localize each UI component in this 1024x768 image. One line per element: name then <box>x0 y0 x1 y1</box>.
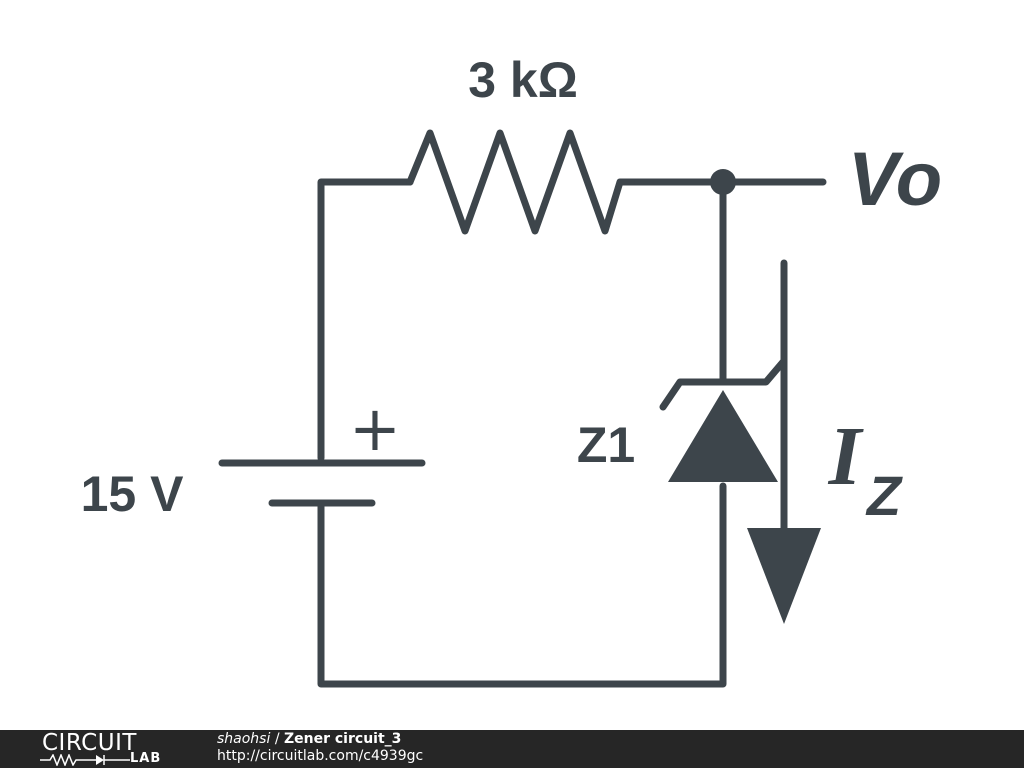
battery-plus-sign: + <box>349 392 401 465</box>
zener-cathode-bar <box>659 358 787 411</box>
output-label: Vo <box>848 137 942 222</box>
battery-label: 15 V <box>81 466 185 522</box>
circuit-meta: shaohsi / Zener circuit_3 http://circuit… <box>217 731 423 765</box>
junction-node <box>710 169 736 195</box>
resistor-diode-icon <box>40 754 130 766</box>
current-label-main: I <box>828 410 865 503</box>
zener-triangle <box>668 390 778 482</box>
zener-label: Z1 <box>577 417 635 473</box>
resistor-label: 3 kΩ <box>468 52 578 108</box>
wire-bottom-loop <box>317 482 727 688</box>
circuitlab-logo[interactable]: CIRCUIT LAB <box>30 730 190 768</box>
resistor <box>406 129 642 235</box>
circuit-url-link[interactable]: http://circuitlab.com/c4939gc <box>217 748 424 764</box>
schematic-diagram: 3 kΩ 15 V + Z1 Vo I Z <box>81 52 942 688</box>
logo-text-lab: LAB <box>130 751 162 766</box>
current-label-subscript: Z <box>865 464 903 527</box>
wire-left-top <box>317 178 414 462</box>
circuit-title-link[interactable]: Zener circuit_3 <box>284 731 402 747</box>
footer-bar: CIRCUIT LAB shaohsi / Zener circuit_3 ht… <box>0 730 1024 768</box>
meta-separator: / <box>270 731 284 747</box>
current-arrow-head <box>747 528 821 624</box>
author-link[interactable]: shaohsi <box>217 731 271 747</box>
logo-text-circuit: CIRCUIT <box>42 730 137 756</box>
